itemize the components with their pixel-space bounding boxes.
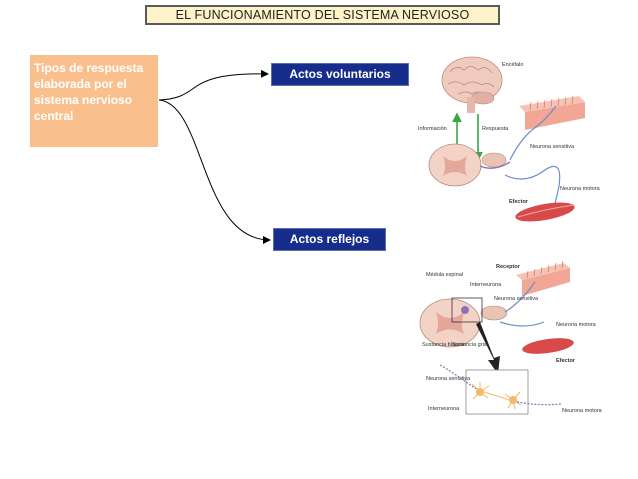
reflex-illustration: Receptor Médula espinal Interneurona Neu… — [419, 260, 603, 415]
label-interneurona: Interneurona — [470, 282, 502, 288]
label-efector-reflex: Efector — [556, 358, 576, 364]
label-neurona-sensitiva-reflex: Neurona sensitiva — [494, 296, 539, 302]
label-zoom-interneurona: Interneurona — [428, 406, 460, 412]
response-types-box: Tipos de respuesta elaborada por el sist… — [30, 55, 158, 147]
voluntary-illustration: Encéfalo Información Respuesta Neurona s… — [418, 56, 601, 222]
receptor-skin-icon — [516, 260, 570, 296]
arrow-to-voluntary — [158, 69, 269, 101]
label-informacion: Información — [418, 126, 447, 132]
label-neurona-motora: Neurona motora — [560, 186, 601, 192]
label-respuesta: Respuesta — [482, 126, 509, 132]
skin-icon — [519, 95, 585, 130]
label-efector: Efector — [509, 199, 529, 205]
label-sustancia-blanca: Sustancia blanca — [422, 342, 465, 348]
label-zoom-neurona-motora: Neurona motora — [562, 408, 603, 414]
label-encefalo: Encéfalo — [502, 62, 523, 68]
arrow-to-reflex — [158, 99, 271, 244]
brain-icon — [441, 56, 503, 113]
reflex-acts-box: Actos reflejos — [273, 228, 386, 251]
label-neurona-motora-reflex: Neurona motora — [556, 322, 597, 328]
page-title: EL FUNCIONAMIENTO DEL SISTEMA NERVIOSO — [145, 5, 500, 25]
voluntary-acts-box: Actos voluntarios — [271, 63, 409, 86]
zoom-arrow-icon — [476, 322, 500, 374]
label-medula-espinal: Médula espinal — [426, 272, 463, 278]
spinal-cord-icon — [428, 143, 511, 187]
label-neurona-sensitiva: Neurona sensitiva — [530, 144, 575, 150]
effector-muscle-icon — [522, 338, 574, 354]
zoom-box — [465, 369, 529, 415]
label-sustancia-gris: Sustancia gris — [452, 342, 487, 348]
label-receptor: Receptor — [496, 264, 521, 270]
reflex-spinal-cord-icon — [419, 297, 508, 348]
muscle-icon — [515, 202, 575, 222]
label-zoom-neurona-sensitiva: Neurona sensitiva — [426, 376, 471, 382]
